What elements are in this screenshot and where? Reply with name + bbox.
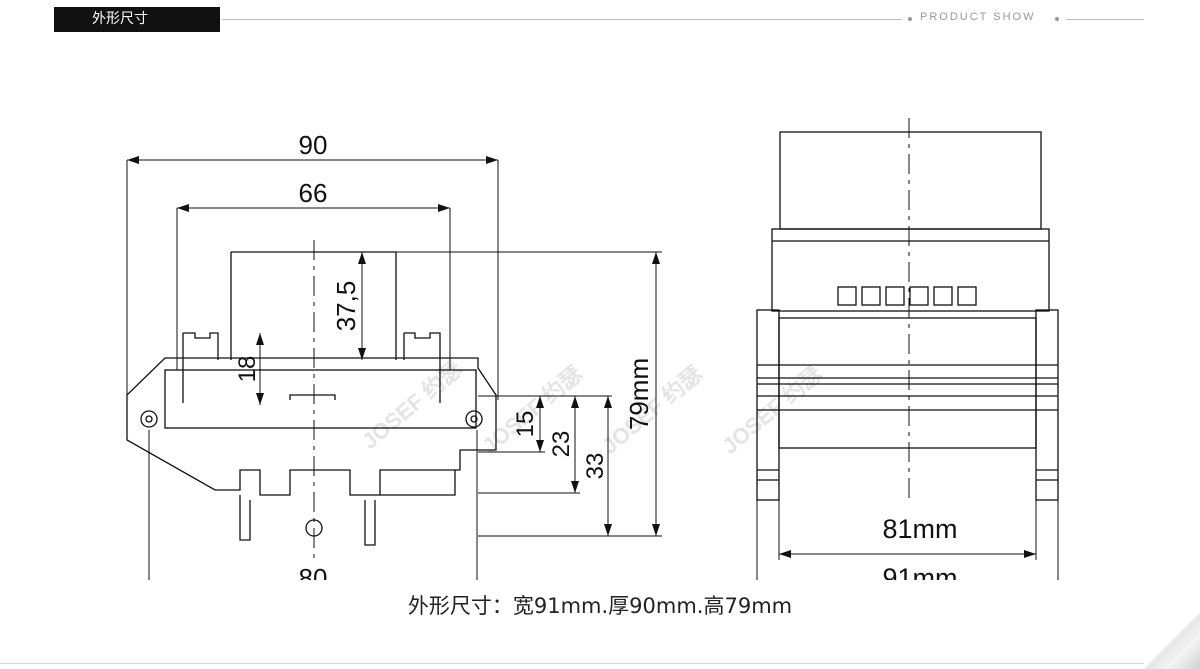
side-terminal-1 <box>837 286 857 306</box>
side-terminal-5 <box>933 286 953 306</box>
side-terminal-2 <box>861 286 881 306</box>
header-bar: 外形尺寸 PRODUCT SHOW <box>0 0 1200 36</box>
dimension-caption: 外形尺寸：宽91mm.厚90mm.高79mm <box>407 594 793 618</box>
side-dimensions <box>756 450 1059 580</box>
dim-label-80: 80 <box>299 563 328 580</box>
side-top-module <box>779 131 1042 230</box>
side-terminal-3 <box>885 286 905 306</box>
dim-label-81mm: 81mm <box>882 514 957 544</box>
header-dot-left <box>908 17 912 21</box>
bottom-divider <box>0 663 1150 664</box>
dim-label-79mm: 79mm <box>624 358 654 430</box>
side-terminal-6 <box>957 286 977 306</box>
dim-label-15: 15 <box>512 411 539 438</box>
side-terminal-4 <box>909 286 929 306</box>
product-show-label: PRODUCT SHOW <box>920 11 1036 23</box>
watermark-1: JOSEF 约瑟 <box>357 356 467 454</box>
dim-label-33: 33 <box>582 453 609 480</box>
front-module-block <box>164 369 477 429</box>
front-screw-left <box>140 410 158 428</box>
dimension-drawing: JOSEF 约瑟 JOSEF 约瑟 JOSEF 约瑟 JOSEF 约瑟 <box>126 118 1059 580</box>
front-dimensions <box>126 156 662 580</box>
dim-label-18: 18 <box>234 356 261 383</box>
front-left-clip <box>182 332 219 403</box>
header-divider <box>222 19 902 20</box>
side-lower-body <box>778 317 1037 449</box>
dim-label-23: 23 <box>548 431 575 458</box>
front-view <box>126 251 497 546</box>
front-housing-outline <box>126 357 497 496</box>
header-dot-right <box>1055 17 1059 21</box>
dim-label-37-5: 37,5 <box>331 281 361 332</box>
dim-label-66: 66 <box>299 178 328 208</box>
header-divider-right <box>1066 19 1144 20</box>
front-rail-right <box>364 470 456 546</box>
side-middle-block <box>771 228 1050 312</box>
dim-label-91mm: 91mm <box>882 563 957 580</box>
front-screw-right <box>465 410 483 428</box>
front-small-tab <box>289 394 336 400</box>
dim-label-90: 90 <box>299 130 328 160</box>
front-rail-left <box>239 495 251 541</box>
section-title-tab: 外形尺寸 <box>54 7 220 32</box>
front-right-clip <box>403 332 441 403</box>
side-view <box>756 131 1059 501</box>
side-right-clamp <box>1035 309 1059 501</box>
page-curl-decoration <box>1144 613 1200 669</box>
